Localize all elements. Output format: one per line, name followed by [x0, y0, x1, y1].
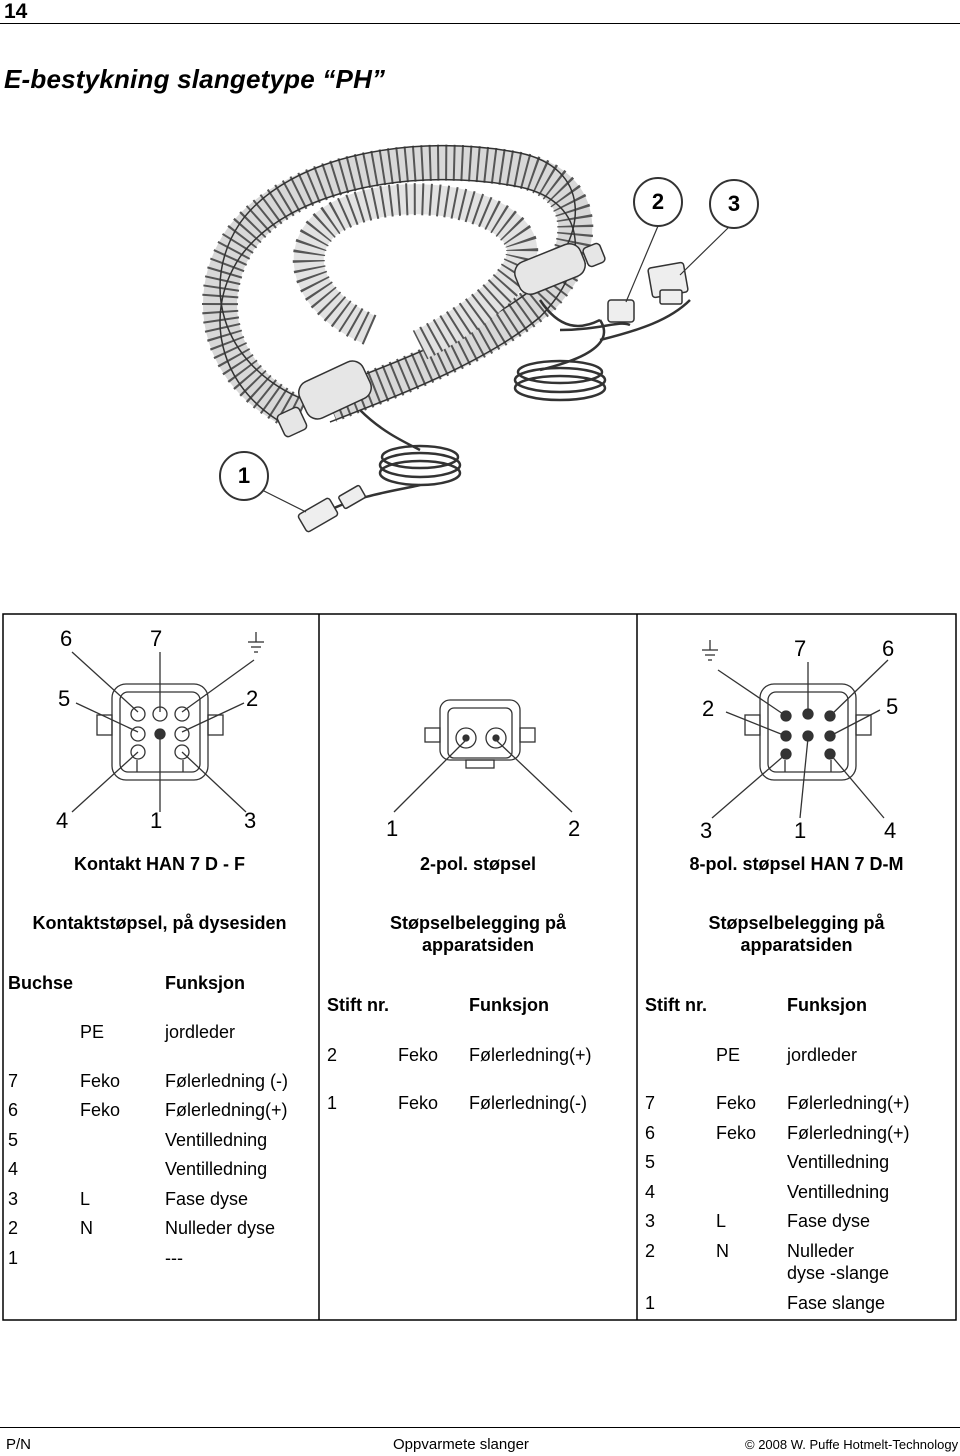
- han7f-label-6: 6: [60, 626, 73, 651]
- col1-row-c: jordleder: [165, 1022, 236, 1042]
- col1-row-c: Følerledning(+): [165, 1100, 288, 1120]
- col1-row-c: Ventilledning: [165, 1159, 268, 1179]
- col3-row-c2: dyse -slange: [787, 1263, 890, 1283]
- col3-row-c: Ventilledning: [787, 1182, 890, 1202]
- col3-header-stift: Stift nr.: [645, 995, 707, 1015]
- col3-row-c: Fase slange: [787, 1293, 886, 1313]
- col2-row-c: Følerledning(+): [469, 1045, 592, 1065]
- han7f-label-3: 3: [244, 808, 257, 833]
- col3-row-a: 4: [645, 1182, 656, 1202]
- col3-row-c: jordleder: [787, 1045, 858, 1065]
- col3-row-b: Feko: [716, 1123, 757, 1143]
- col2-header-funksjon: Funksjon: [469, 995, 549, 1015]
- han7m-label-2: 2: [702, 696, 715, 721]
- caption-han7m: 8-pol. støpsel HAN 7 D-M: [689, 854, 904, 874]
- col2-row-a: 1: [327, 1093, 338, 1113]
- col3-row-b: Feko: [716, 1093, 757, 1113]
- han7m-label-1: 1: [794, 818, 807, 843]
- footer-center: Oppvarmete slanger: [393, 1436, 529, 1453]
- col1-row-a: 4: [8, 1159, 19, 1179]
- col2-row-b: Feko: [398, 1093, 439, 1113]
- han7m-label-6: 6: [882, 636, 895, 661]
- header-rule: [0, 23, 960, 24]
- footer-right: © 2008 W. Puffe Hotmelt-Technology: [745, 1437, 959, 1452]
- page-number: 14: [4, 0, 28, 23]
- col3-row-c: Følerledning(+): [787, 1123, 910, 1143]
- han7f-label-5: 5: [58, 686, 71, 711]
- col1-row-c: Følerledning (-): [165, 1071, 289, 1091]
- col3-row-a: 3: [645, 1211, 656, 1231]
- col1-row-a: 6: [8, 1100, 19, 1120]
- pol2-label-2: 2: [568, 816, 581, 841]
- col1-row-a: 1: [8, 1248, 19, 1268]
- callout-2: 2: [651, 189, 665, 214]
- han7m-label-7: 7: [794, 636, 807, 661]
- col3-row-b: PE: [716, 1045, 741, 1065]
- col2-row-b: Feko: [398, 1045, 439, 1065]
- col1-row-a: 7: [8, 1071, 19, 1091]
- col3-row-a: 5: [645, 1152, 656, 1172]
- pol2-label-1: 1: [386, 816, 399, 841]
- col1-row-c: Ventilledning: [165, 1130, 268, 1150]
- col3-heading-line1: Støpselbelegging på: [708, 913, 885, 933]
- col3-row-c: Nulleder: [787, 1241, 855, 1261]
- col3-row-b: L: [716, 1211, 727, 1231]
- col1-row-b: PE: [80, 1022, 105, 1042]
- callout-1: 1: [237, 463, 251, 488]
- han7m-label-5: 5: [886, 694, 899, 719]
- page-title: E-bestykning slangetype “PH”: [4, 64, 386, 94]
- callout-3: 3: [727, 191, 741, 216]
- col1-heading: Kontaktstøpsel, på dysesiden: [32, 913, 287, 933]
- col1-row-b: Feko: [80, 1071, 121, 1091]
- han7f-label-2: 2: [246, 686, 259, 711]
- col1-row-b: Feko: [80, 1100, 121, 1120]
- col1-row-a: 2: [8, 1218, 19, 1238]
- footer-rule: [0, 1427, 960, 1428]
- col2-row-c: Følerledning(-): [469, 1093, 588, 1113]
- col2-header-stift: Stift nr.: [327, 995, 389, 1015]
- han7f-label-1: 1: [150, 808, 163, 833]
- col3-row-a: 6: [645, 1123, 656, 1143]
- col2-heading-line1: Støpselbelegging på: [389, 913, 567, 933]
- col3-row-c: Følerledning(+): [787, 1093, 910, 1113]
- col1-row-b: L: [80, 1189, 91, 1209]
- han7f-label-7: 7: [150, 626, 163, 651]
- col3-header-funksjon: Funksjon: [787, 995, 867, 1015]
- col3-row-c: Fase dyse: [787, 1211, 871, 1231]
- col1-row-a: 5: [8, 1130, 19, 1150]
- col1-header-buchse: Buchse: [8, 973, 74, 993]
- col2-row-a: 2: [327, 1045, 338, 1065]
- col3-row-a: 2: [645, 1241, 656, 1261]
- col1-row-c: Fase dyse: [165, 1189, 249, 1209]
- col3-heading-line2: apparatsiden: [740, 935, 853, 955]
- col1-row-c: ---: [165, 1248, 183, 1268]
- han7m-label-4: 4: [884, 818, 897, 843]
- han7m-label-3: 3: [700, 818, 713, 843]
- col3-row-a: 1: [645, 1293, 656, 1313]
- col1-row-c: Nulleder dyse: [165, 1218, 276, 1238]
- caption-2pol: 2-pol. støpsel: [419, 854, 536, 874]
- han7f-label-4: 4: [56, 808, 69, 833]
- col2-heading-line2: apparatsiden: [421, 935, 535, 955]
- col3-row-c: Ventilledning: [787, 1152, 890, 1172]
- footer-left: P/N: [6, 1436, 32, 1453]
- col1-row-a: 3: [8, 1189, 19, 1209]
- col3-row-b: N: [716, 1241, 729, 1261]
- col1-header-funksjon: Funksjon: [165, 973, 245, 993]
- col3-row-a: 7: [645, 1093, 656, 1113]
- col1-row-b: N: [80, 1218, 93, 1238]
- caption-han7f: Kontakt HAN 7 D - F: [74, 854, 245, 874]
